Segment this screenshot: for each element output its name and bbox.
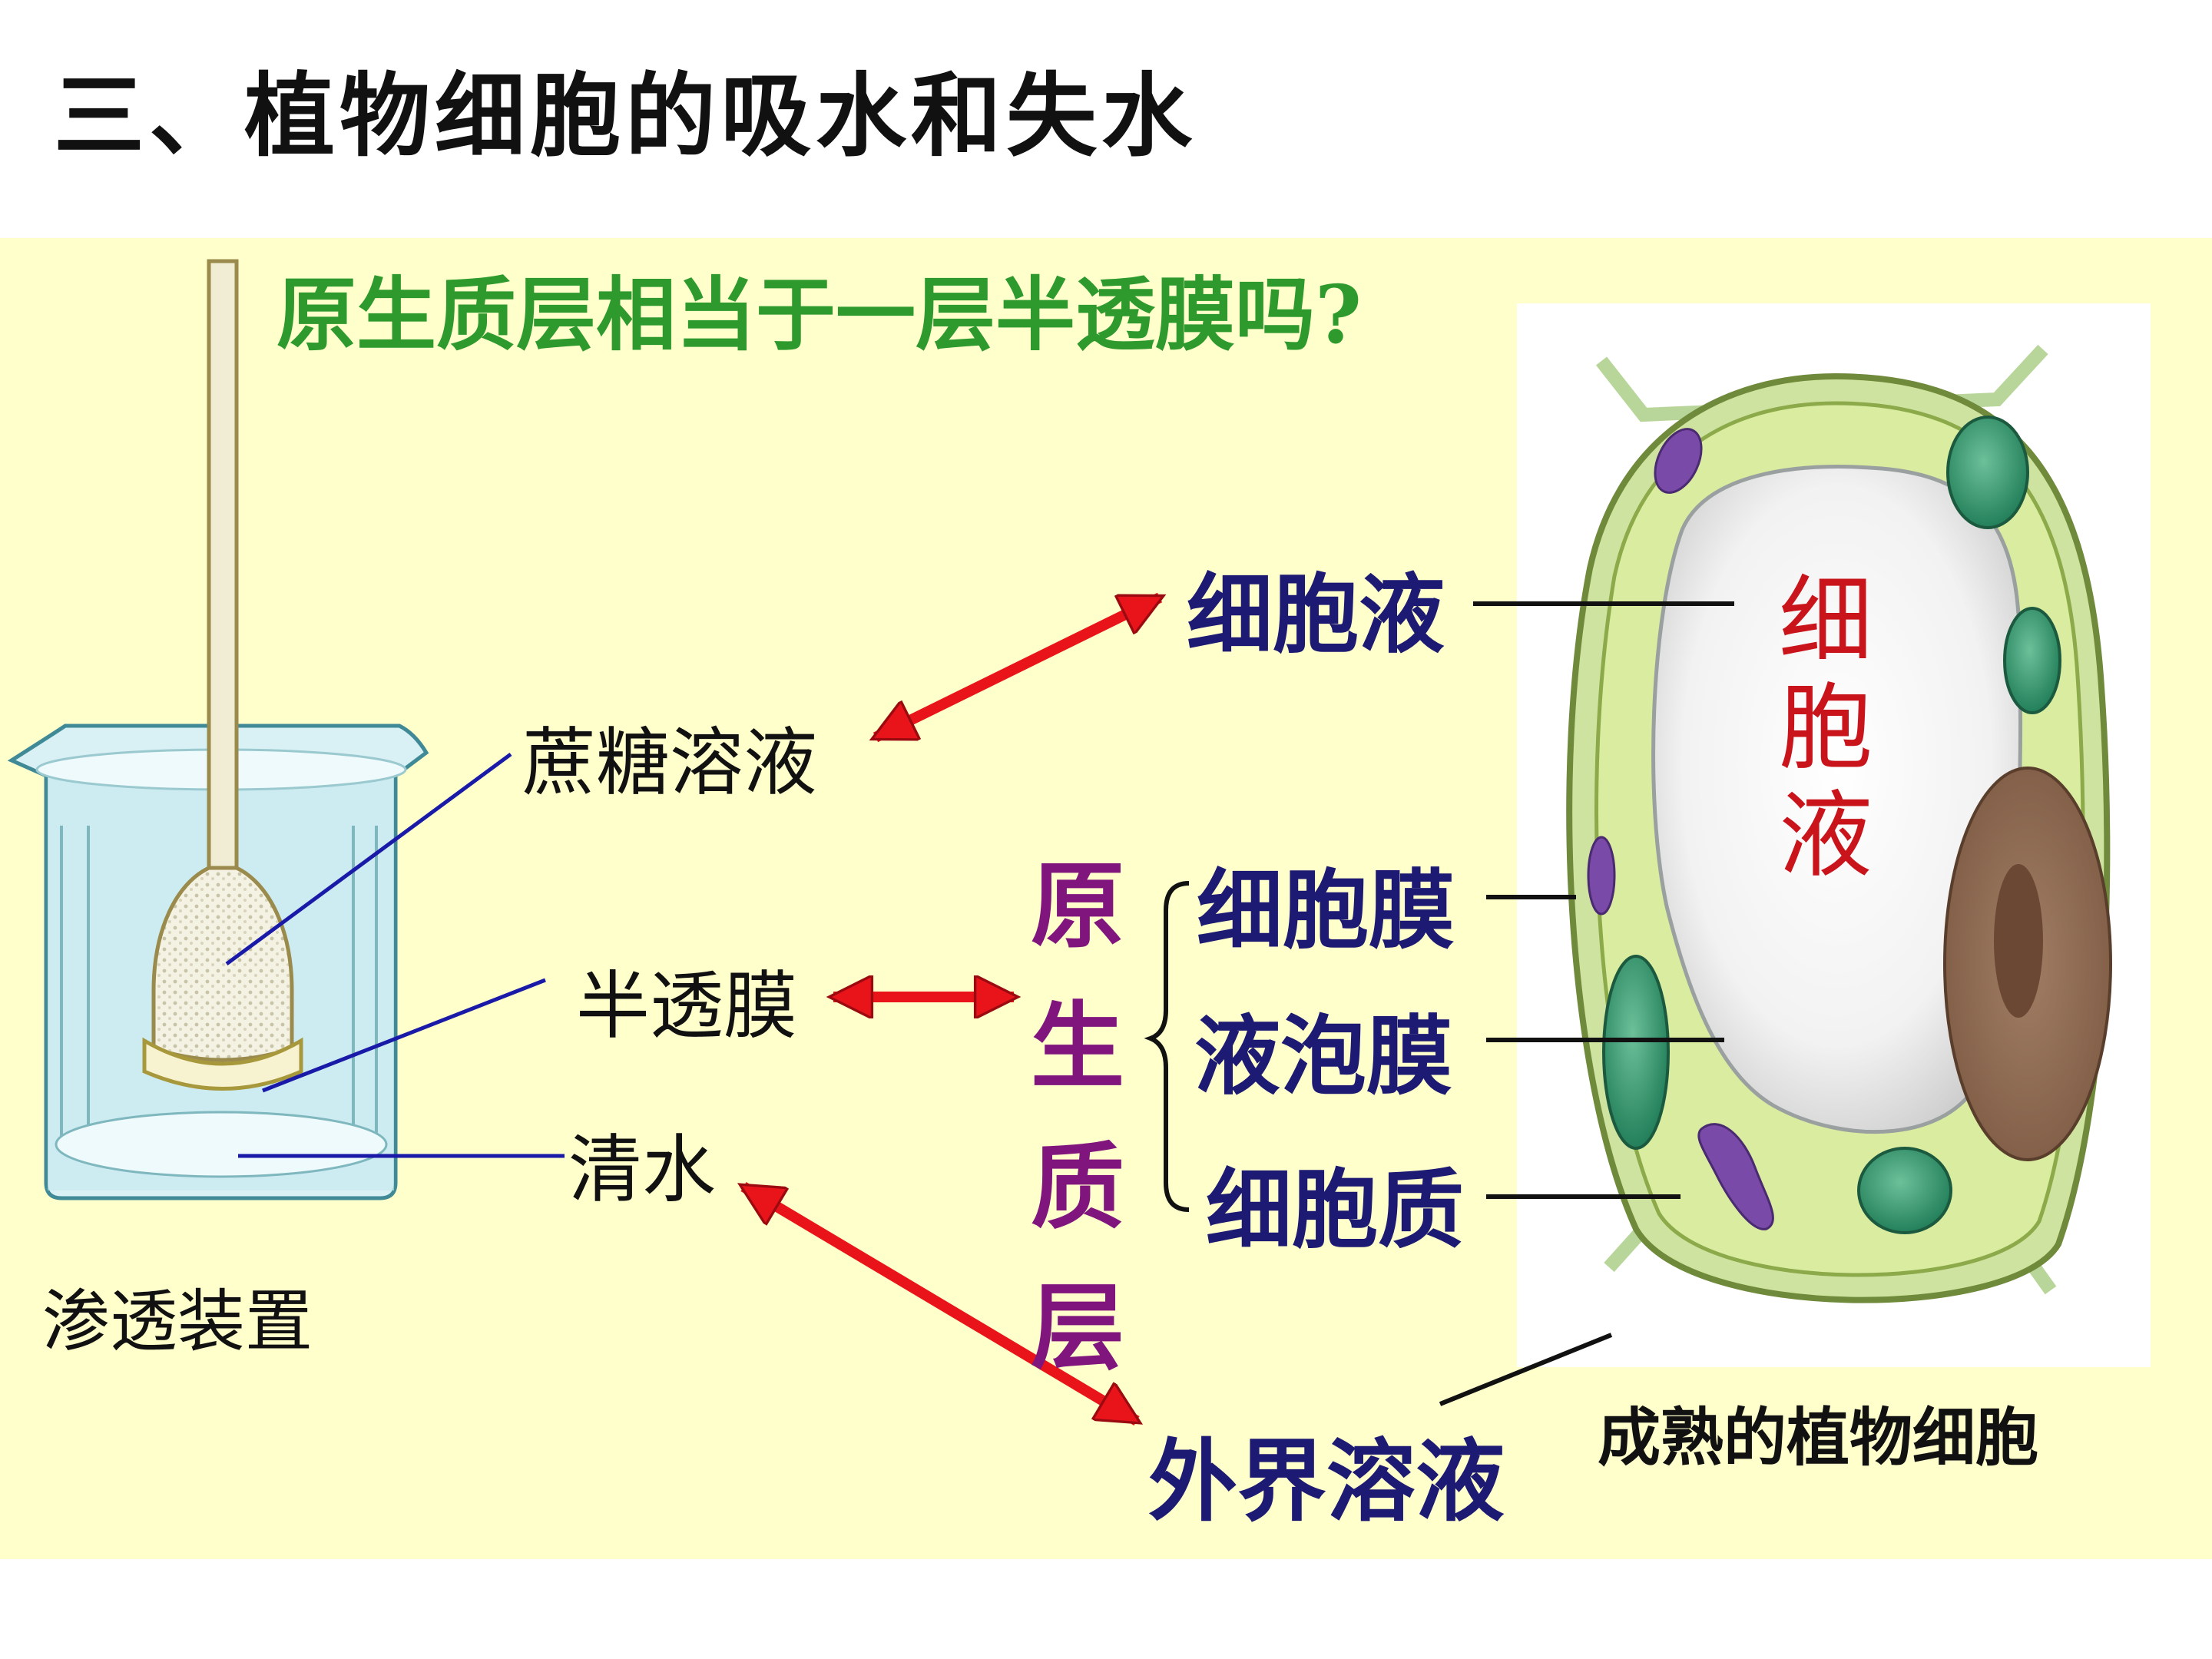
funnel-membrane [142,1037,303,1091]
label-vacuole-membrane: 液泡膜 [1194,1006,1452,1107]
label-clear-water: 清水 [568,1127,716,1213]
funnel-bell [151,866,294,1062]
plant-cell-illustration [1517,303,2151,1367]
label-protoplast-layer: 原生质层 [1031,850,1124,1382]
chloroplast [1946,416,2029,529]
protoplast-brace [1144,881,1190,1212]
leader-external-solution [1439,1333,1613,1406]
label-external-solution: 外界溶液 [1148,1429,1505,1534]
label-cell-sap: 细胞液 [1187,565,1445,665]
osmosis-device-illustration [7,259,429,1200]
chloroplast [2003,607,2061,714]
chloroplast [1602,955,1670,1150]
funnel-tube [207,259,239,878]
chloroplast [1857,1147,1952,1234]
page-title: 三、植物细胞的吸水和失水 [54,63,1197,169]
beaker-gradations [60,826,378,1152]
arrow-sucrose-cellsap [876,592,1160,743]
mitochondrion [1697,1123,1774,1230]
correspondence-arrows [743,592,1160,1426]
label-semi-permeable-membrane: 半透膜 [576,963,797,1049]
label-sucrose-solution: 蔗糖溶液 [522,720,817,806]
caption-mature-plant-cell: 成熟的植物细胞 [1598,1402,2039,1475]
question-text: 原生质层相当于一层半透膜吗? [276,267,1362,362]
leader-lines [225,601,1734,1406]
nucleolus [1994,864,2043,1018]
arrow-water-external [743,1181,1137,1426]
label-cytoplasm: 细胞质 [1206,1160,1464,1260]
mitochondrion [1654,428,1703,494]
label-cell-membrane: 细胞膜 [1197,860,1455,961]
beaker-bottom [55,1111,388,1178]
label-cell-sap-vertical: 细胞液 [1779,566,1873,890]
caption-osmosis-device: 渗透装置 [42,1282,313,1361]
leader-sucrose [225,752,512,966]
mitochondrion [1587,836,1616,916]
leader-membrane [262,978,546,1093]
